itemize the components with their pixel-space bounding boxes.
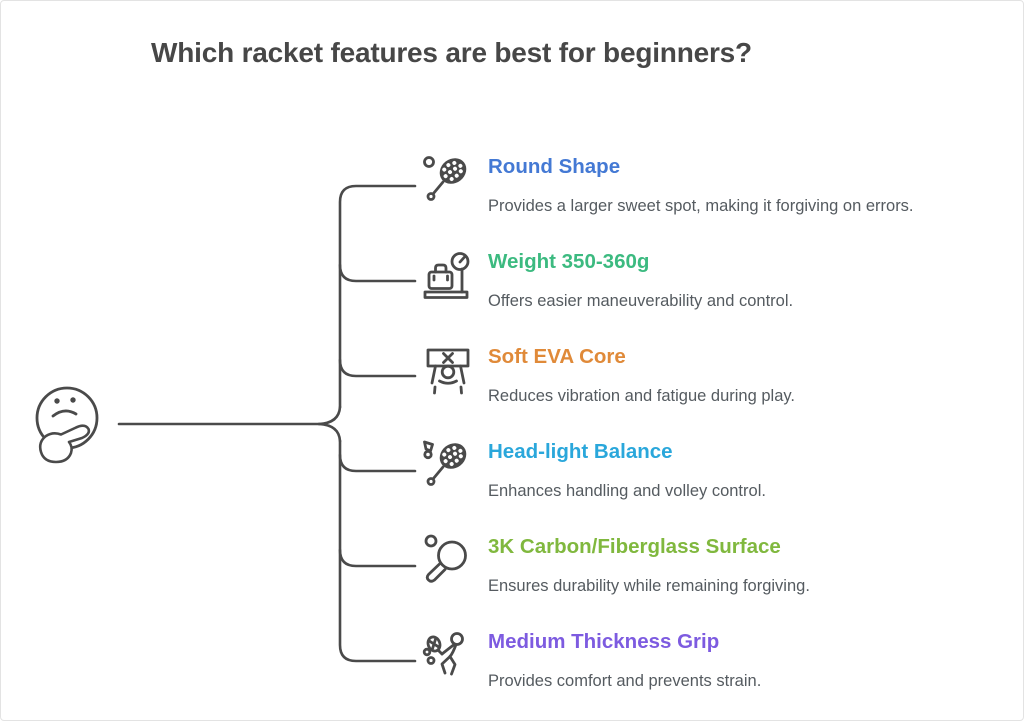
page-title: Which racket features are best for begin… <box>151 37 752 68</box>
feature-item-head-light-balance: Head-light Balance Enhances handling and… <box>421 437 1008 502</box>
player-with-racket-icon <box>421 627 475 687</box>
feature-description: Offers easier maneuverability and contro… <box>488 292 794 310</box>
feature-title: 3K Carbon/Fiberglass Surface <box>488 535 781 558</box>
branch-1 <box>338 184 417 409</box>
branch-6 <box>338 439 417 663</box>
feature-title: Soft EVA Core <box>488 345 626 368</box>
feature-description: Reduces vibration and fatigue during pla… <box>488 387 795 405</box>
thinking-face-icon <box>35 386 99 464</box>
feature-description: Provides a larger sweet spot, making it … <box>488 197 914 215</box>
feature-item-soft-eva-core: Soft EVA Core Reduces vibration and fati… <box>421 342 1008 407</box>
feature-title: Medium Thickness Grip <box>488 630 720 653</box>
feature-item-grip: Medium Thickness Grip Provides comfort a… <box>421 627 1008 692</box>
branch-lines <box>117 184 417 663</box>
person-holding-x-sign-icon <box>421 342 475 402</box>
fork-down <box>317 422 342 443</box>
feature-description: Enhances handling and volley control. <box>488 482 766 500</box>
feature-item-weight: Weight 350-360g Offers easier maneuverab… <box>421 247 1008 312</box>
badminton-racket-icon <box>421 437 475 497</box>
branch-2 <box>338 263 417 283</box>
feature-title: Round Shape <box>488 155 621 178</box>
feature-item-carbon-surface: 3K Carbon/Fiberglass Surface Ensures dur… <box>421 532 1008 597</box>
tennis-racket-ball-icon <box>421 152 475 212</box>
feature-description: Ensures durability while remaining forgi… <box>488 577 810 595</box>
feature-item-round-shape: Round Shape Provides a larger sweet spot… <box>421 152 1008 217</box>
hand-on-chin <box>38 424 91 464</box>
left-eye <box>54 398 60 404</box>
feature-title: Weight 350-360g <box>488 250 650 273</box>
feature-description: Provides comfort and prevents strain. <box>488 672 762 690</box>
feature-title: Head-light Balance <box>488 440 673 463</box>
luggage-scale-icon <box>421 247 475 307</box>
branch-4 <box>338 453 417 473</box>
right-eye <box>70 397 76 403</box>
branch-3 <box>338 358 417 378</box>
pingpong-paddle-ball-icon <box>421 532 475 592</box>
branch-5 <box>338 548 417 568</box>
fork-up <box>317 405 342 426</box>
frown-mouth <box>51 409 78 418</box>
